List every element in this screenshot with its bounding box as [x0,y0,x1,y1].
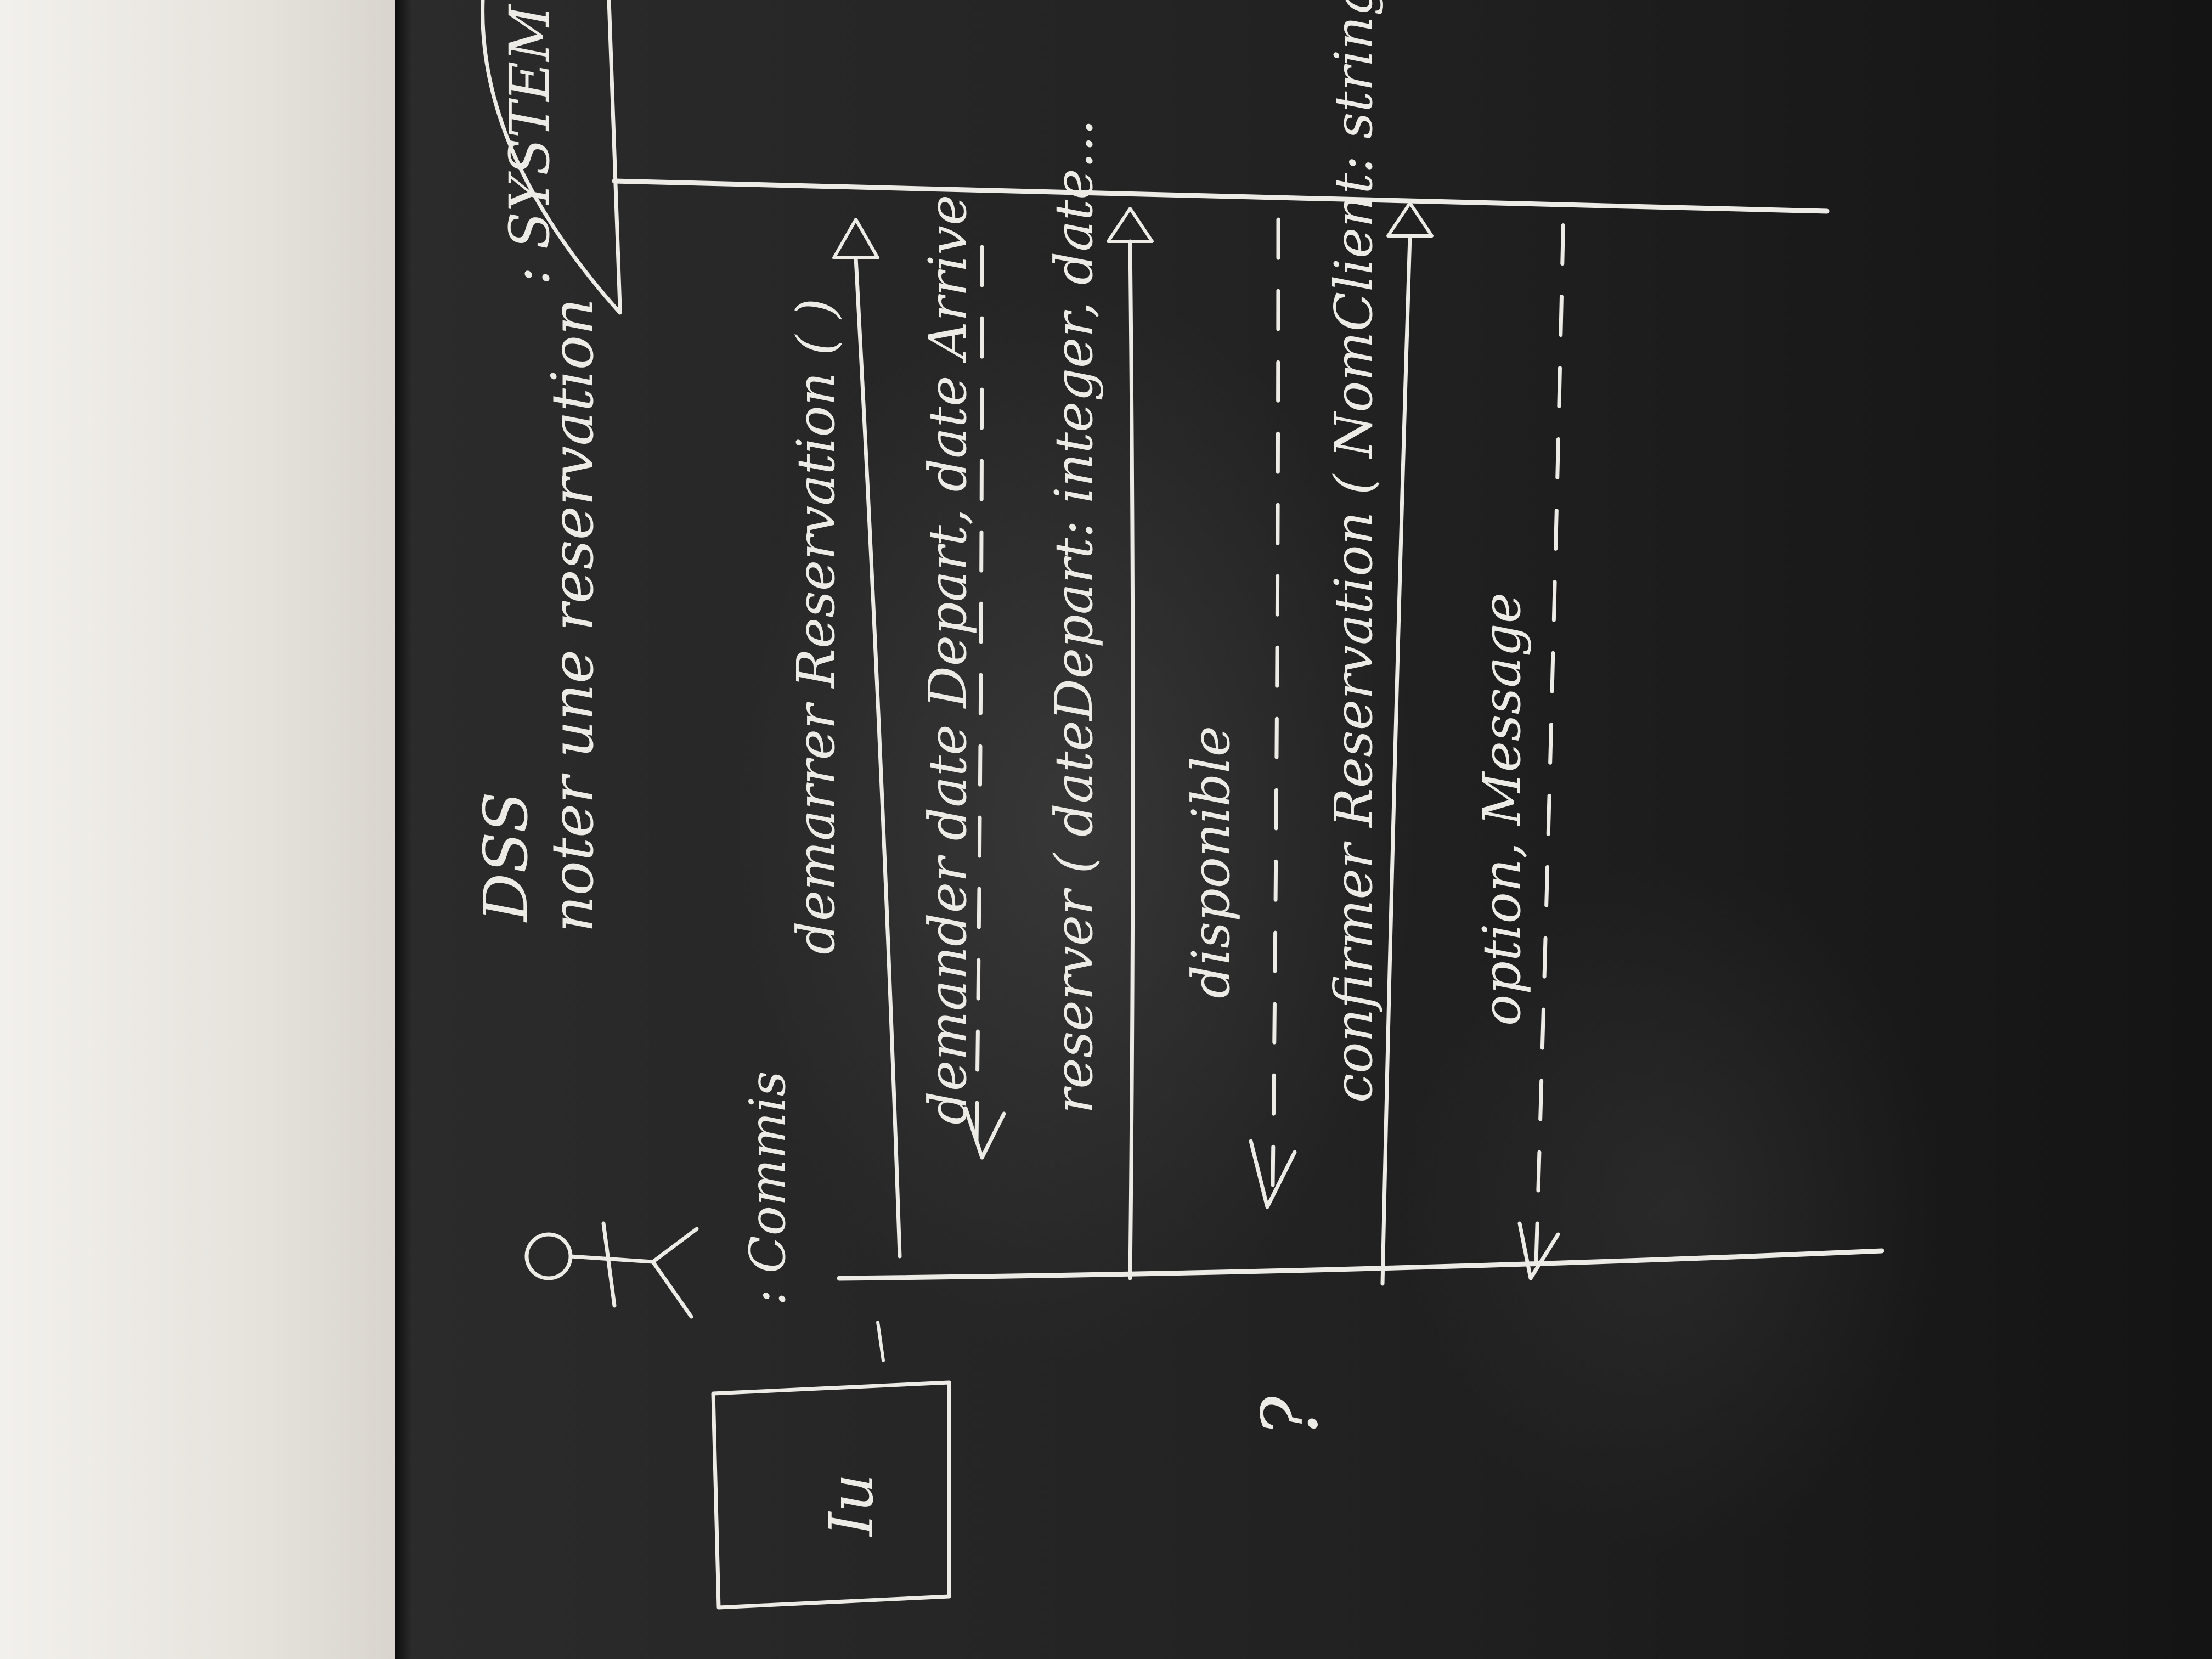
blackboard-frame [395,0,411,1659]
message-5-label: confirmer Reservation ( NomClient: strin… [1324,0,1384,1103]
question-mark: ? [1246,1396,1335,1437]
message-2: demander date Depart, date Arrive [918,195,1006,1160]
diagram-title: DSS [471,792,541,923]
message-4: disponible [1181,206,1297,1209]
message-6: option, Message [1472,206,1566,1280]
actor-stick-figure [524,1221,699,1319]
iu-connector [876,1321,885,1362]
message-1-label: demarrer Reservation ( ) [786,298,847,955]
wall [0,0,395,1659]
diagram-subtitle: noter une reservation [539,298,606,933]
iu-box-label: Iu [816,1474,887,1537]
system-lifeline [612,178,1830,214]
actor-label: : Commis [739,1071,797,1306]
message-2-label: demander date Depart, date Arrive [918,195,978,1125]
blackboard [411,0,2212,1659]
message-1: demarrer Reservation ( ) [786,218,902,1259]
message-3-label: reserver ( dateDepart: integer, date... [1044,119,1104,1114]
message-6-label: option, Message [1472,592,1532,1026]
system-box [481,0,622,315]
actor-lifeline [837,1248,1884,1281]
message-4-label: disponible [1181,726,1242,998]
message-5: confirmer Reservation ( NomClient: strin… [1324,0,1434,1286]
message-3: reserver ( dateDepart: integer, date... [1044,119,1154,1280]
iu-box [711,1380,951,1610]
system-label: : SYSTEM [498,4,562,285]
